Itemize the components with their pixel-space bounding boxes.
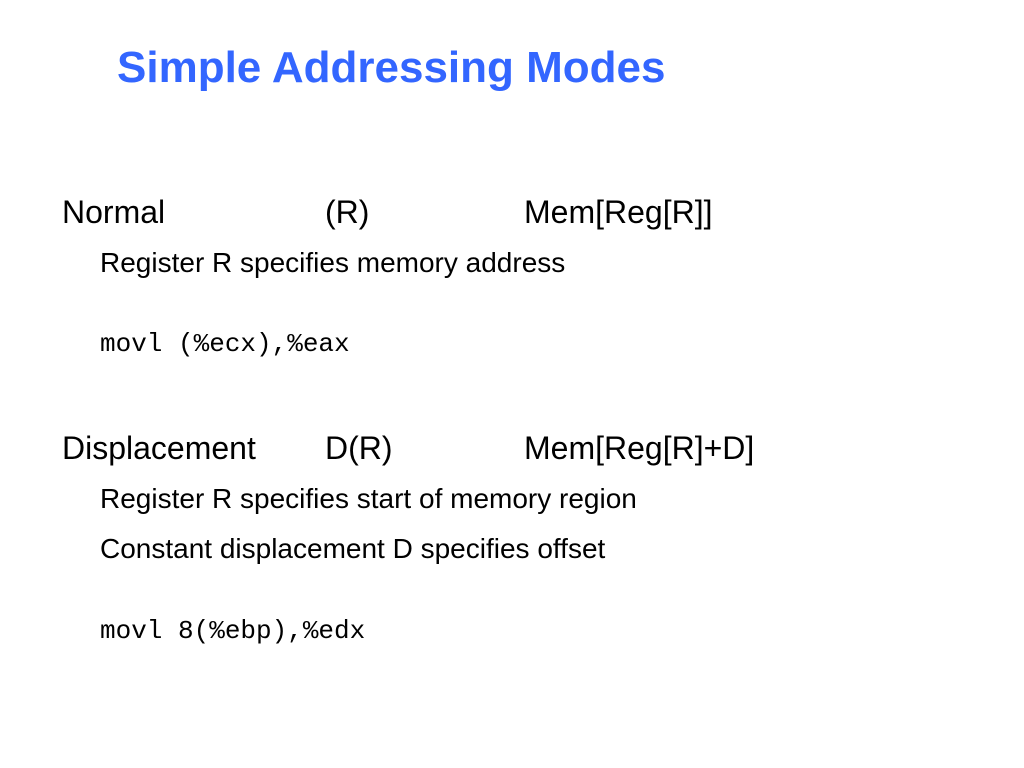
mode-name: Normal: [62, 194, 166, 230]
mode-description: Constant displacement D specifies offset: [100, 533, 606, 564]
mode-description: Register R specifies start of memory reg…: [100, 483, 637, 514]
mode-syntax: (R): [325, 194, 370, 230]
mode-syntax: D(R): [325, 430, 393, 466]
mode-semantics: Mem[Reg[R]]: [524, 194, 713, 230]
mode-name: Displacement: [62, 430, 256, 466]
code-example: movl 8(%ebp),%edx: [100, 616, 366, 646]
slide-title: Simple Addressing Modes: [117, 43, 666, 92]
mode-semantics: Mem[Reg[R]+D]: [524, 430, 755, 466]
mode-description: Register R specifies memory address: [100, 247, 566, 278]
code-example: movl (%ecx),%eax: [100, 329, 350, 359]
